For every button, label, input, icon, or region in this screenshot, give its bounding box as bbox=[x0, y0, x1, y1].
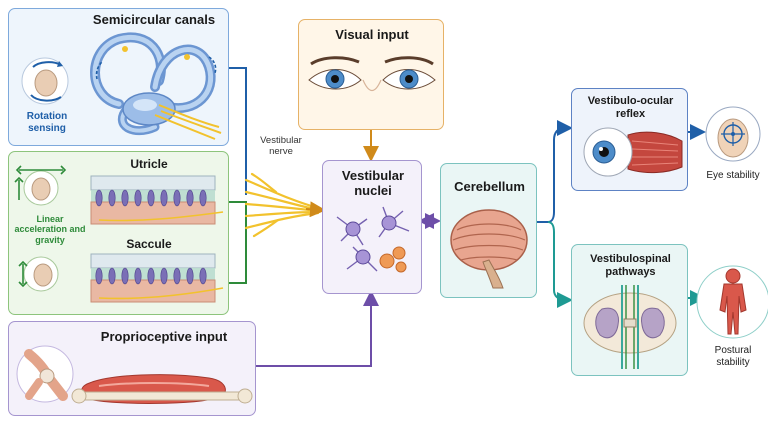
upright-head-icon bbox=[18, 256, 59, 292]
proprioceptive-panel: Proprioceptive input bbox=[8, 321, 256, 416]
neurons-illustration bbox=[336, 206, 410, 273]
otolith-output-line bbox=[229, 201, 247, 284]
hair-cell bbox=[160, 267, 168, 285]
hair-cell bbox=[173, 189, 181, 207]
semicircular-output-line bbox=[229, 67, 247, 195]
eye-muscle-illustration bbox=[583, 127, 683, 177]
ampulla-nerve-bundle bbox=[154, 104, 222, 140]
left-eye-icon bbox=[308, 56, 362, 90]
vsp-title: Vestibulospinal pathways bbox=[590, 253, 671, 278]
cerebellum-vsp-arrow bbox=[547, 221, 573, 308]
hair-cell bbox=[147, 189, 155, 207]
visual-title: Visual input bbox=[335, 27, 409, 42]
hair-cell bbox=[173, 267, 181, 285]
visual-panel: Visual input bbox=[298, 19, 444, 130]
vestibular-nerve-fibers bbox=[244, 172, 320, 238]
vsp-panel: Vestibulospinal pathways bbox=[571, 244, 688, 376]
saccule-macula bbox=[90, 253, 216, 303]
semicircular-title: Semicircular canals bbox=[92, 12, 216, 27]
hair-cell bbox=[186, 267, 194, 285]
otolith-illustration bbox=[14, 165, 224, 303]
rotating-head-icon bbox=[21, 57, 69, 105]
eyes-illustration bbox=[308, 56, 436, 92]
nuclei-panel: Vestibular nuclei bbox=[322, 160, 422, 294]
vor-panel: Vestibulo-ocular reflex bbox=[571, 88, 688, 191]
vor-title: Vestibulo-ocular reflex bbox=[587, 95, 674, 120]
cerebellum-panel: Cerebellum bbox=[440, 163, 537, 298]
saccule-title: Saccule bbox=[126, 237, 172, 251]
hair-cell bbox=[134, 189, 142, 207]
hair-cell bbox=[160, 189, 168, 207]
tilting-head-icon bbox=[14, 165, 67, 206]
spinal-cord-illustration bbox=[583, 285, 677, 369]
nuclei-title: Vestibular nuclei bbox=[341, 168, 405, 198]
utricle-macula bbox=[90, 175, 216, 225]
cerebellum-vor-arrow bbox=[537, 120, 573, 223]
vestibular-nerve-label: Vestibular nerve bbox=[260, 135, 302, 157]
hair-cell bbox=[199, 267, 207, 285]
utricle-title: Utricle bbox=[130, 157, 168, 171]
hair-cell bbox=[199, 189, 207, 207]
knee-joint-icon bbox=[16, 345, 74, 403]
semicircular-caption: Rotation sensing bbox=[26, 111, 68, 134]
cerebellum-title: Cerebellum bbox=[454, 179, 525, 194]
right-eye-icon bbox=[382, 56, 436, 90]
hair-cell bbox=[95, 267, 103, 285]
hair-cell bbox=[134, 267, 142, 285]
proprioceptive-title: Proprioceptive input bbox=[100, 329, 228, 344]
muscle-bone-icon bbox=[71, 374, 253, 404]
otolith-panel: Utricle Saccule bbox=[8, 151, 229, 315]
otolith-caption: Linear acceleration and gravity bbox=[14, 214, 86, 245]
eye-stability-label: Eye stability bbox=[706, 170, 760, 181]
semicircular-panel: Semicircular canals bbox=[8, 8, 229, 146]
hair-cell bbox=[186, 189, 194, 207]
cerebellum-illustration bbox=[450, 209, 528, 289]
semicircular-canals-illustration bbox=[21, 32, 222, 140]
hair-cell bbox=[95, 189, 103, 207]
postural-stability-label: Postural stability bbox=[714, 345, 752, 368]
hair-cell bbox=[108, 189, 116, 207]
hair-cell bbox=[108, 267, 116, 285]
hair-cell bbox=[147, 267, 155, 285]
proprioceptive-output-arrow bbox=[256, 290, 379, 367]
hair-cell bbox=[121, 189, 129, 207]
proprioceptive-illustration bbox=[16, 345, 253, 404]
hair-cell bbox=[121, 267, 129, 285]
